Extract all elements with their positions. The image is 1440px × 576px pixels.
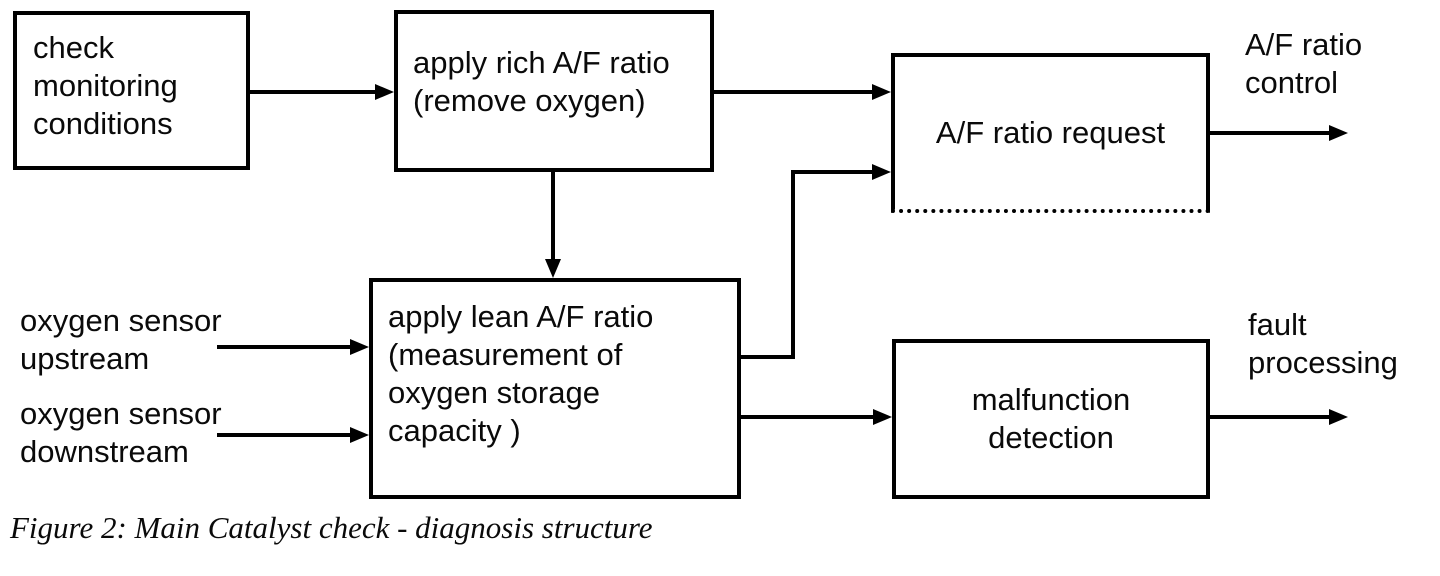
node-label-line: oxygen storage bbox=[388, 375, 600, 410]
arrow-line bbox=[217, 433, 351, 437]
figure-caption: Figure 2: Main Catalyst check - diagnosi… bbox=[10, 510, 653, 545]
label-line: processing bbox=[1248, 345, 1398, 380]
node-label-line: capacity ) bbox=[388, 413, 521, 448]
arrow-line bbox=[740, 415, 873, 419]
node-label-line: monitoring bbox=[33, 68, 178, 103]
label-af-ratio-control: A/F ratio control bbox=[1245, 26, 1362, 102]
label-oxygen-sensor-downstream: oxygen sensor downstream bbox=[20, 395, 222, 471]
node-label-line: apply rich A/F ratio bbox=[413, 45, 670, 80]
arrow-line bbox=[551, 172, 555, 260]
arrowhead-down-icon bbox=[545, 259, 561, 278]
arrowhead-right-icon bbox=[375, 84, 394, 100]
node-label-line: (remove oxygen) bbox=[413, 83, 646, 118]
arrowhead-right-icon bbox=[873, 409, 892, 425]
node-malfunction-detection: malfunction detection bbox=[892, 339, 1210, 499]
node-check-monitoring-conditions: check monitoring conditions bbox=[13, 11, 250, 170]
arrow-line bbox=[250, 90, 376, 94]
label-line: upstream bbox=[20, 341, 150, 376]
arrowhead-right-icon bbox=[350, 339, 369, 355]
arrowhead-right-icon bbox=[1329, 409, 1348, 425]
node-label-line: check bbox=[33, 30, 114, 65]
label-fault-processing: fault processing bbox=[1248, 306, 1398, 382]
label-line: oxygen sensor bbox=[20, 396, 222, 431]
arrowhead-right-icon bbox=[872, 164, 891, 180]
node-apply-lean-af-ratio: apply lean A/F ratio (measurement of oxy… bbox=[369, 278, 741, 499]
connector-segment bbox=[740, 355, 795, 359]
node-label-line: detection bbox=[988, 420, 1114, 455]
arrowhead-right-icon bbox=[350, 427, 369, 443]
arrow-line bbox=[1209, 131, 1330, 135]
node-label-line: A/F ratio request bbox=[935, 115, 1166, 150]
arrowhead-right-icon bbox=[872, 84, 891, 100]
label-oxygen-sensor-upstream: oxygen sensor upstream bbox=[20, 302, 222, 378]
node-label-line: conditions bbox=[33, 106, 173, 141]
connector-segment bbox=[791, 170, 872, 174]
label-line: fault bbox=[1248, 307, 1307, 342]
node-label-line: (measurement of bbox=[388, 337, 623, 372]
arrowhead-right-icon bbox=[1329, 125, 1348, 141]
arrow-line bbox=[713, 90, 872, 94]
label-line: oxygen sensor bbox=[20, 303, 222, 338]
label-line: A/F ratio bbox=[1245, 27, 1363, 62]
label-line: downstream bbox=[20, 434, 189, 469]
node-label-line: malfunction bbox=[971, 382, 1131, 417]
node-af-ratio-request: A/F ratio request bbox=[891, 53, 1210, 213]
arrow-line bbox=[217, 345, 351, 349]
connector-segment bbox=[791, 170, 795, 359]
node-apply-rich-af-ratio: apply rich A/F ratio (remove oxygen) bbox=[394, 10, 714, 172]
node-label-line: apply lean A/F ratio bbox=[388, 299, 654, 334]
arrow-line bbox=[1209, 415, 1330, 419]
label-line: control bbox=[1245, 65, 1339, 100]
